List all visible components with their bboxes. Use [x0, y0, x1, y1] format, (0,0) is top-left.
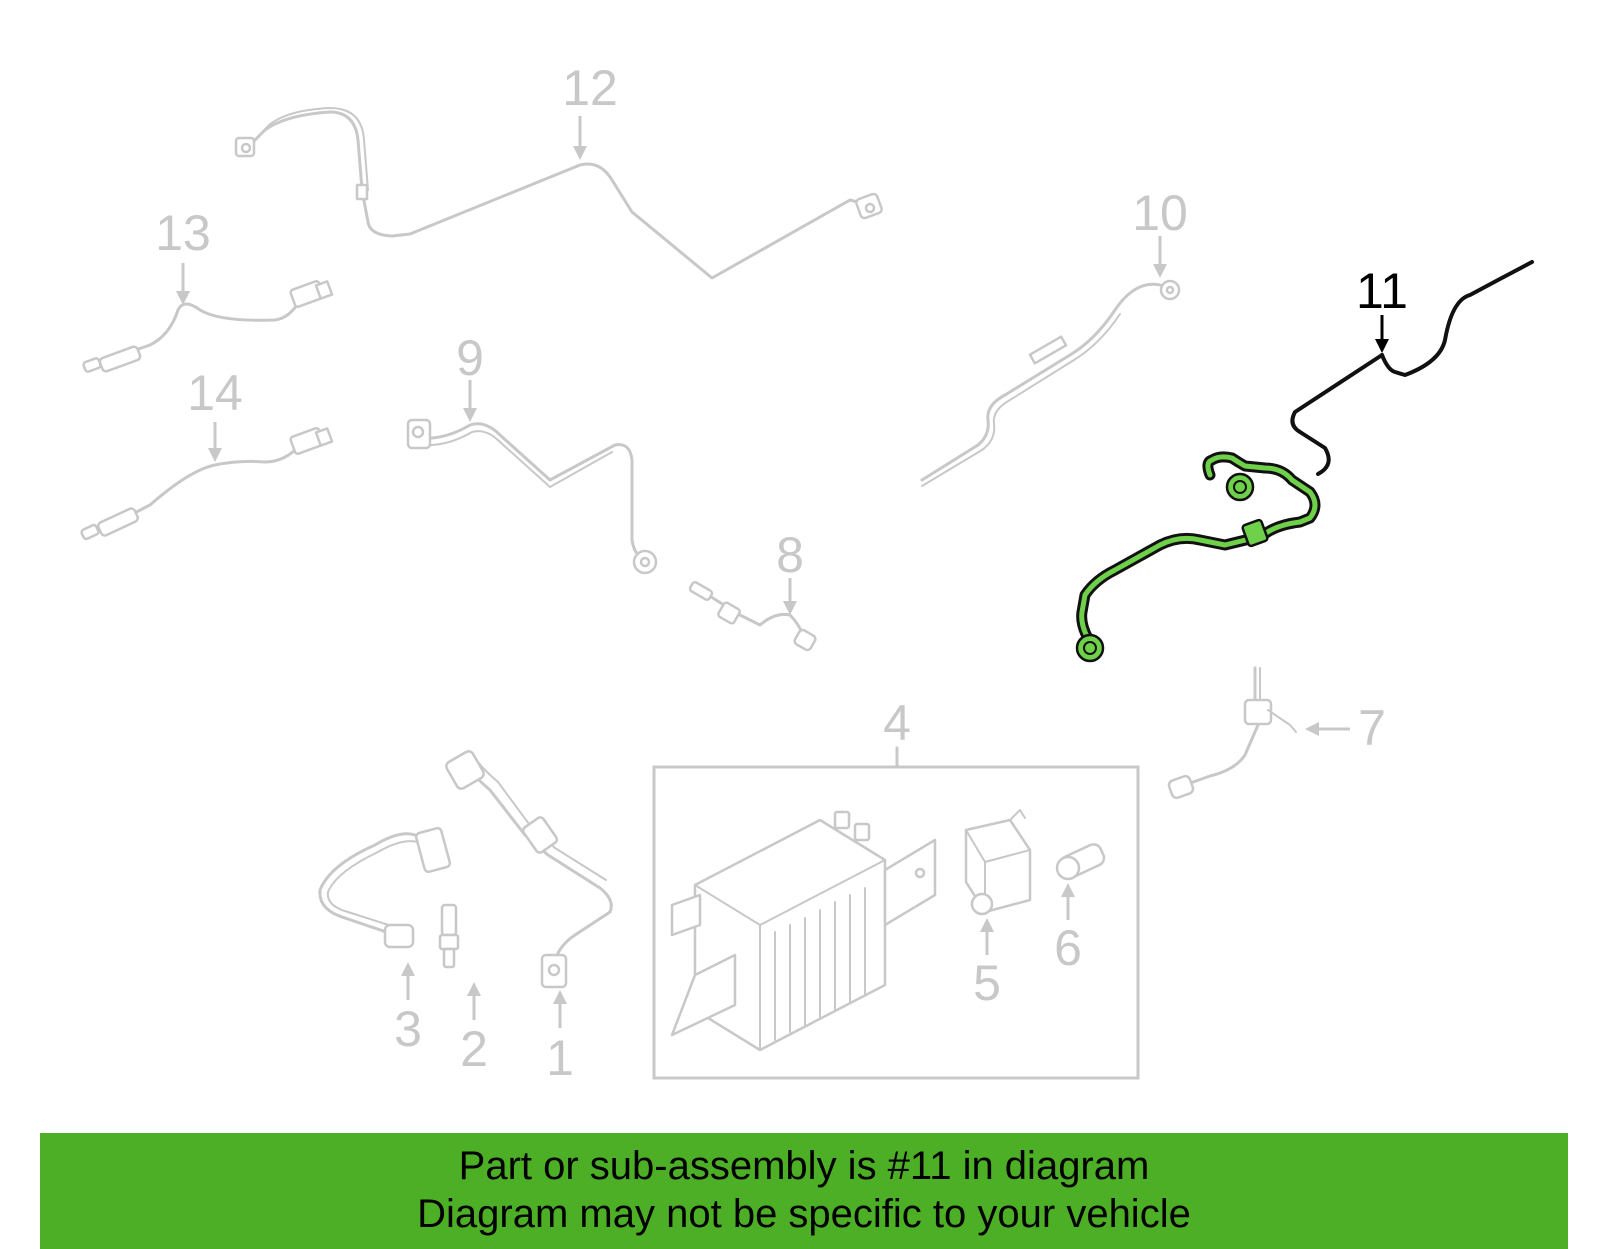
- part-4-canister-assembly[interactable]: [652, 746, 1140, 1080]
- callout-10[interactable]: 10: [1132, 185, 1188, 241]
- callout-12[interactable]: 12: [562, 60, 618, 116]
- part-9-tube[interactable]: [406, 418, 658, 575]
- callout-11[interactable]: 11: [1356, 263, 1408, 319]
- part-1-hose[interactable]: [445, 750, 613, 989]
- callout-3[interactable]: 3: [394, 1001, 422, 1057]
- part-11-vapor-tube-highlighted[interactable]: [1075, 260, 1534, 663]
- part-7-tube[interactable]: [1167, 666, 1297, 800]
- callout-5[interactable]: 5: [973, 955, 1001, 1011]
- part-12-fuel-line[interactable]: [234, 107, 883, 280]
- canister: [670, 810, 937, 1052]
- callout-13[interactable]: 13: [155, 205, 211, 261]
- callout-arrows: [176, 116, 1389, 1028]
- part-6-sensor[interactable]: [1055, 842, 1107, 881]
- part-13-oxygen-sensor[interactable]: [82, 280, 334, 373]
- part-14-oxygen-sensor[interactable]: [80, 427, 334, 541]
- part-8-sensor[interactable]: [688, 581, 817, 652]
- callout-9[interactable]: 9: [456, 330, 484, 386]
- part-10-tube[interactable]: [920, 279, 1181, 487]
- callout-7[interactable]: 7: [1358, 700, 1386, 756]
- banner-part-line: Part or sub-assembly is #11 in diagram: [458, 1144, 1150, 1188]
- callout-2[interactable]: 2: [460, 1021, 488, 1077]
- callout-4[interactable]: 4: [883, 695, 911, 751]
- callout-14[interactable]: 14: [187, 365, 243, 421]
- info-banner: Part or sub-assembly is #11 in diagram D…: [40, 1133, 1568, 1249]
- callout-numbers: 1 2 3 4 5 6 7 8 9 10 11 12 13 14: [155, 60, 1408, 1086]
- callout-1[interactable]: 1: [546, 1030, 574, 1086]
- callout-6[interactable]: 6: [1054, 920, 1082, 976]
- callout-8[interactable]: 8: [776, 527, 804, 583]
- part-2-sensor[interactable]: [438, 903, 460, 969]
- part-3-hose[interactable]: [318, 826, 452, 949]
- part-5-purge-valve[interactable]: [964, 809, 1032, 916]
- parts-diagram: 1 2 3 4 5 6 7 8 9 10 11 12 13 14: [80, 60, 1534, 1086]
- banner-disclaimer-line: Diagram may not be specific to your vehi…: [417, 1192, 1191, 1236]
